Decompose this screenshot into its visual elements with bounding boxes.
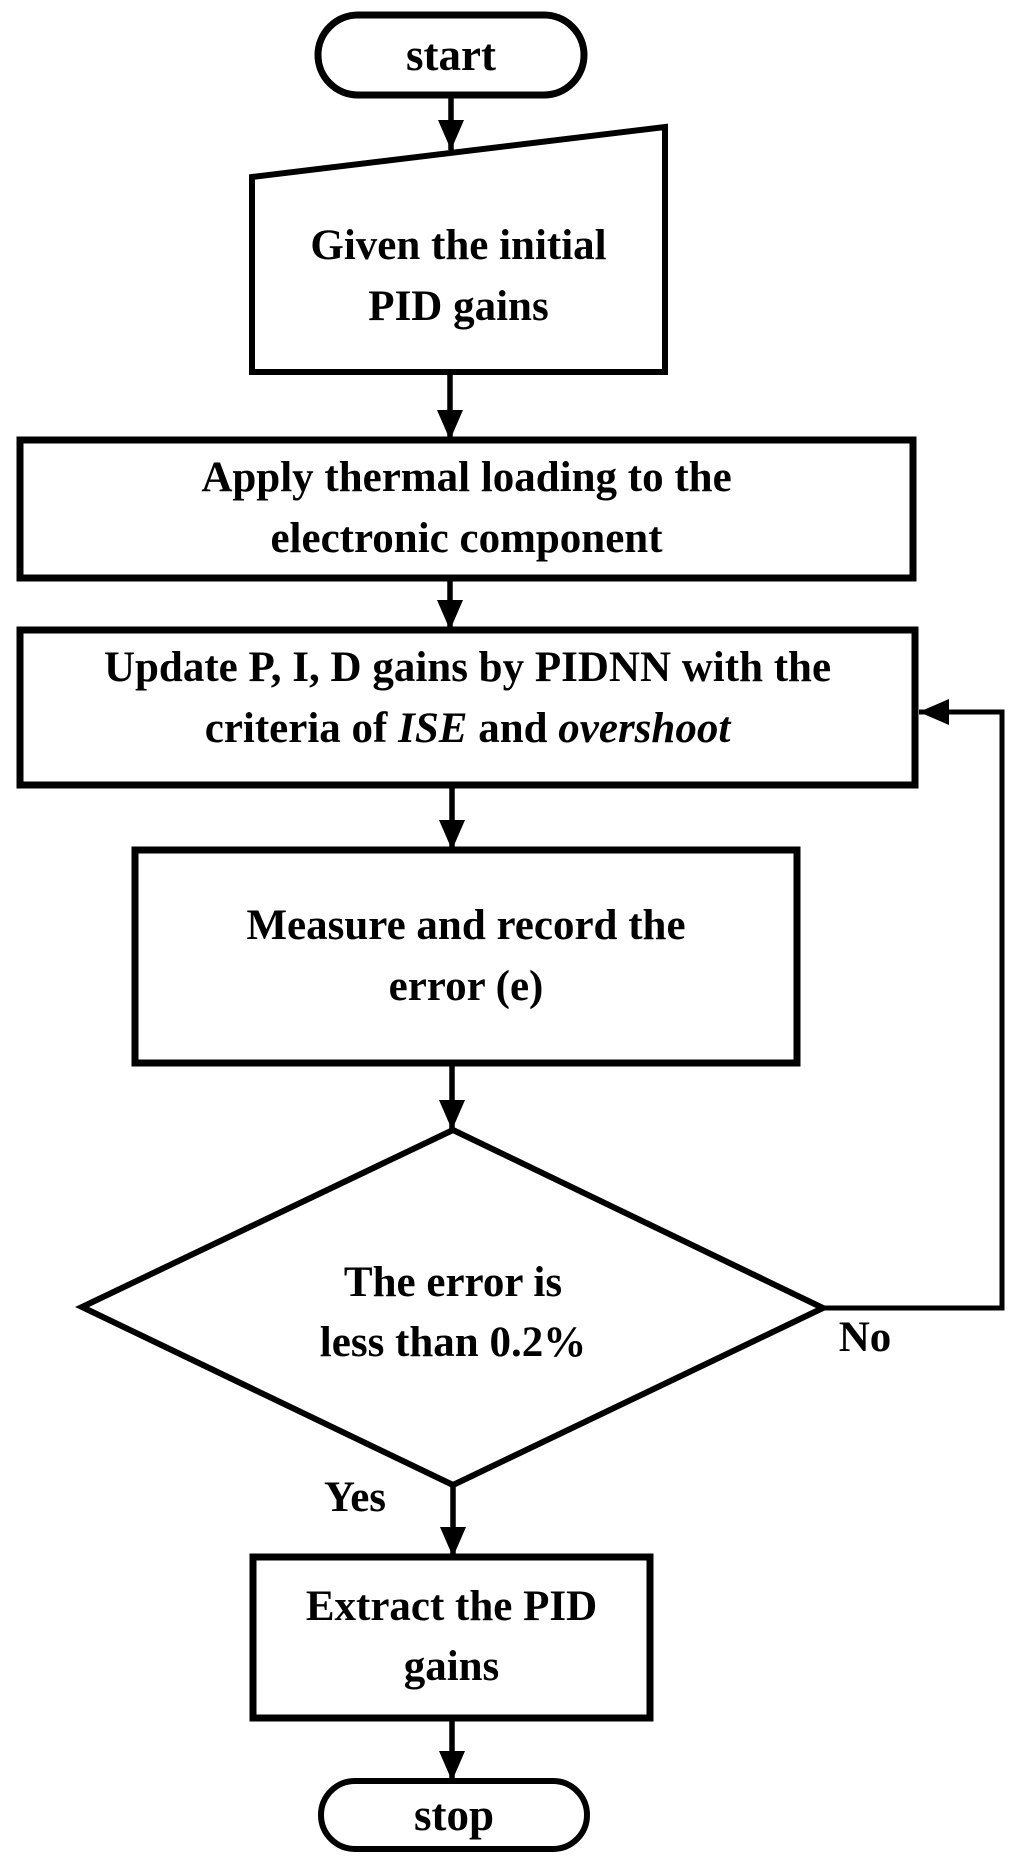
update-process-shape [16,626,919,789]
decision-label-line2: less than 0.2% [319,1319,587,1366]
decision-label-line1: The error is [343,1259,563,1306]
decision-label: The error is less than 0.2% [153,1253,753,1373]
stop-label: stop [413,1790,495,1840]
measure-label-line1: Measure and record the [246,902,686,949]
extract-label-line1: Extract the PID [305,1583,598,1630]
update-label-line2-mid: and [467,705,559,752]
no-edge-label: No [838,1314,892,1361]
given-label-line1: Given the initial [310,222,607,269]
extract-process-shape [249,1553,654,1722]
stop-terminator-shape [318,1778,590,1852]
measure-label: Measure and record the error (e) [135,895,797,1017]
given-manual-input-shape [249,123,668,375]
update-label-line2: criteria of ISE and overshoot [20,698,915,759]
apply-process-shape [16,436,917,582]
given-label-line2: PID gains [368,283,549,330]
apply-label: Apply thermal loading to the electronic … [20,447,913,569]
update-label-line1: Update P, I, D gains by PIDNN with the [103,644,832,691]
start-label: start [406,30,496,80]
update-label: Update P, I, D gains by PIDNN with the c… [20,637,915,759]
no-feedback-connector [823,699,1005,1311]
update-label-overshoot: overshoot [558,705,731,752]
measure-process-shape [131,846,801,1067]
update-label-line2-prefix: criteria of [204,705,399,752]
given-label: Given the initial PID gains [252,215,665,337]
yes-edge-label: Yes [323,1474,387,1521]
apply-label-line2: electronic component [270,515,663,562]
measure-label-line2: error (e) [388,963,544,1010]
apply-label-line1: Apply thermal loading to the [201,454,732,501]
extract-label-line2: gains [403,1643,500,1690]
update-label-ise: ISE [398,705,468,752]
extract-label: Extract the PID gains [253,1577,650,1697]
